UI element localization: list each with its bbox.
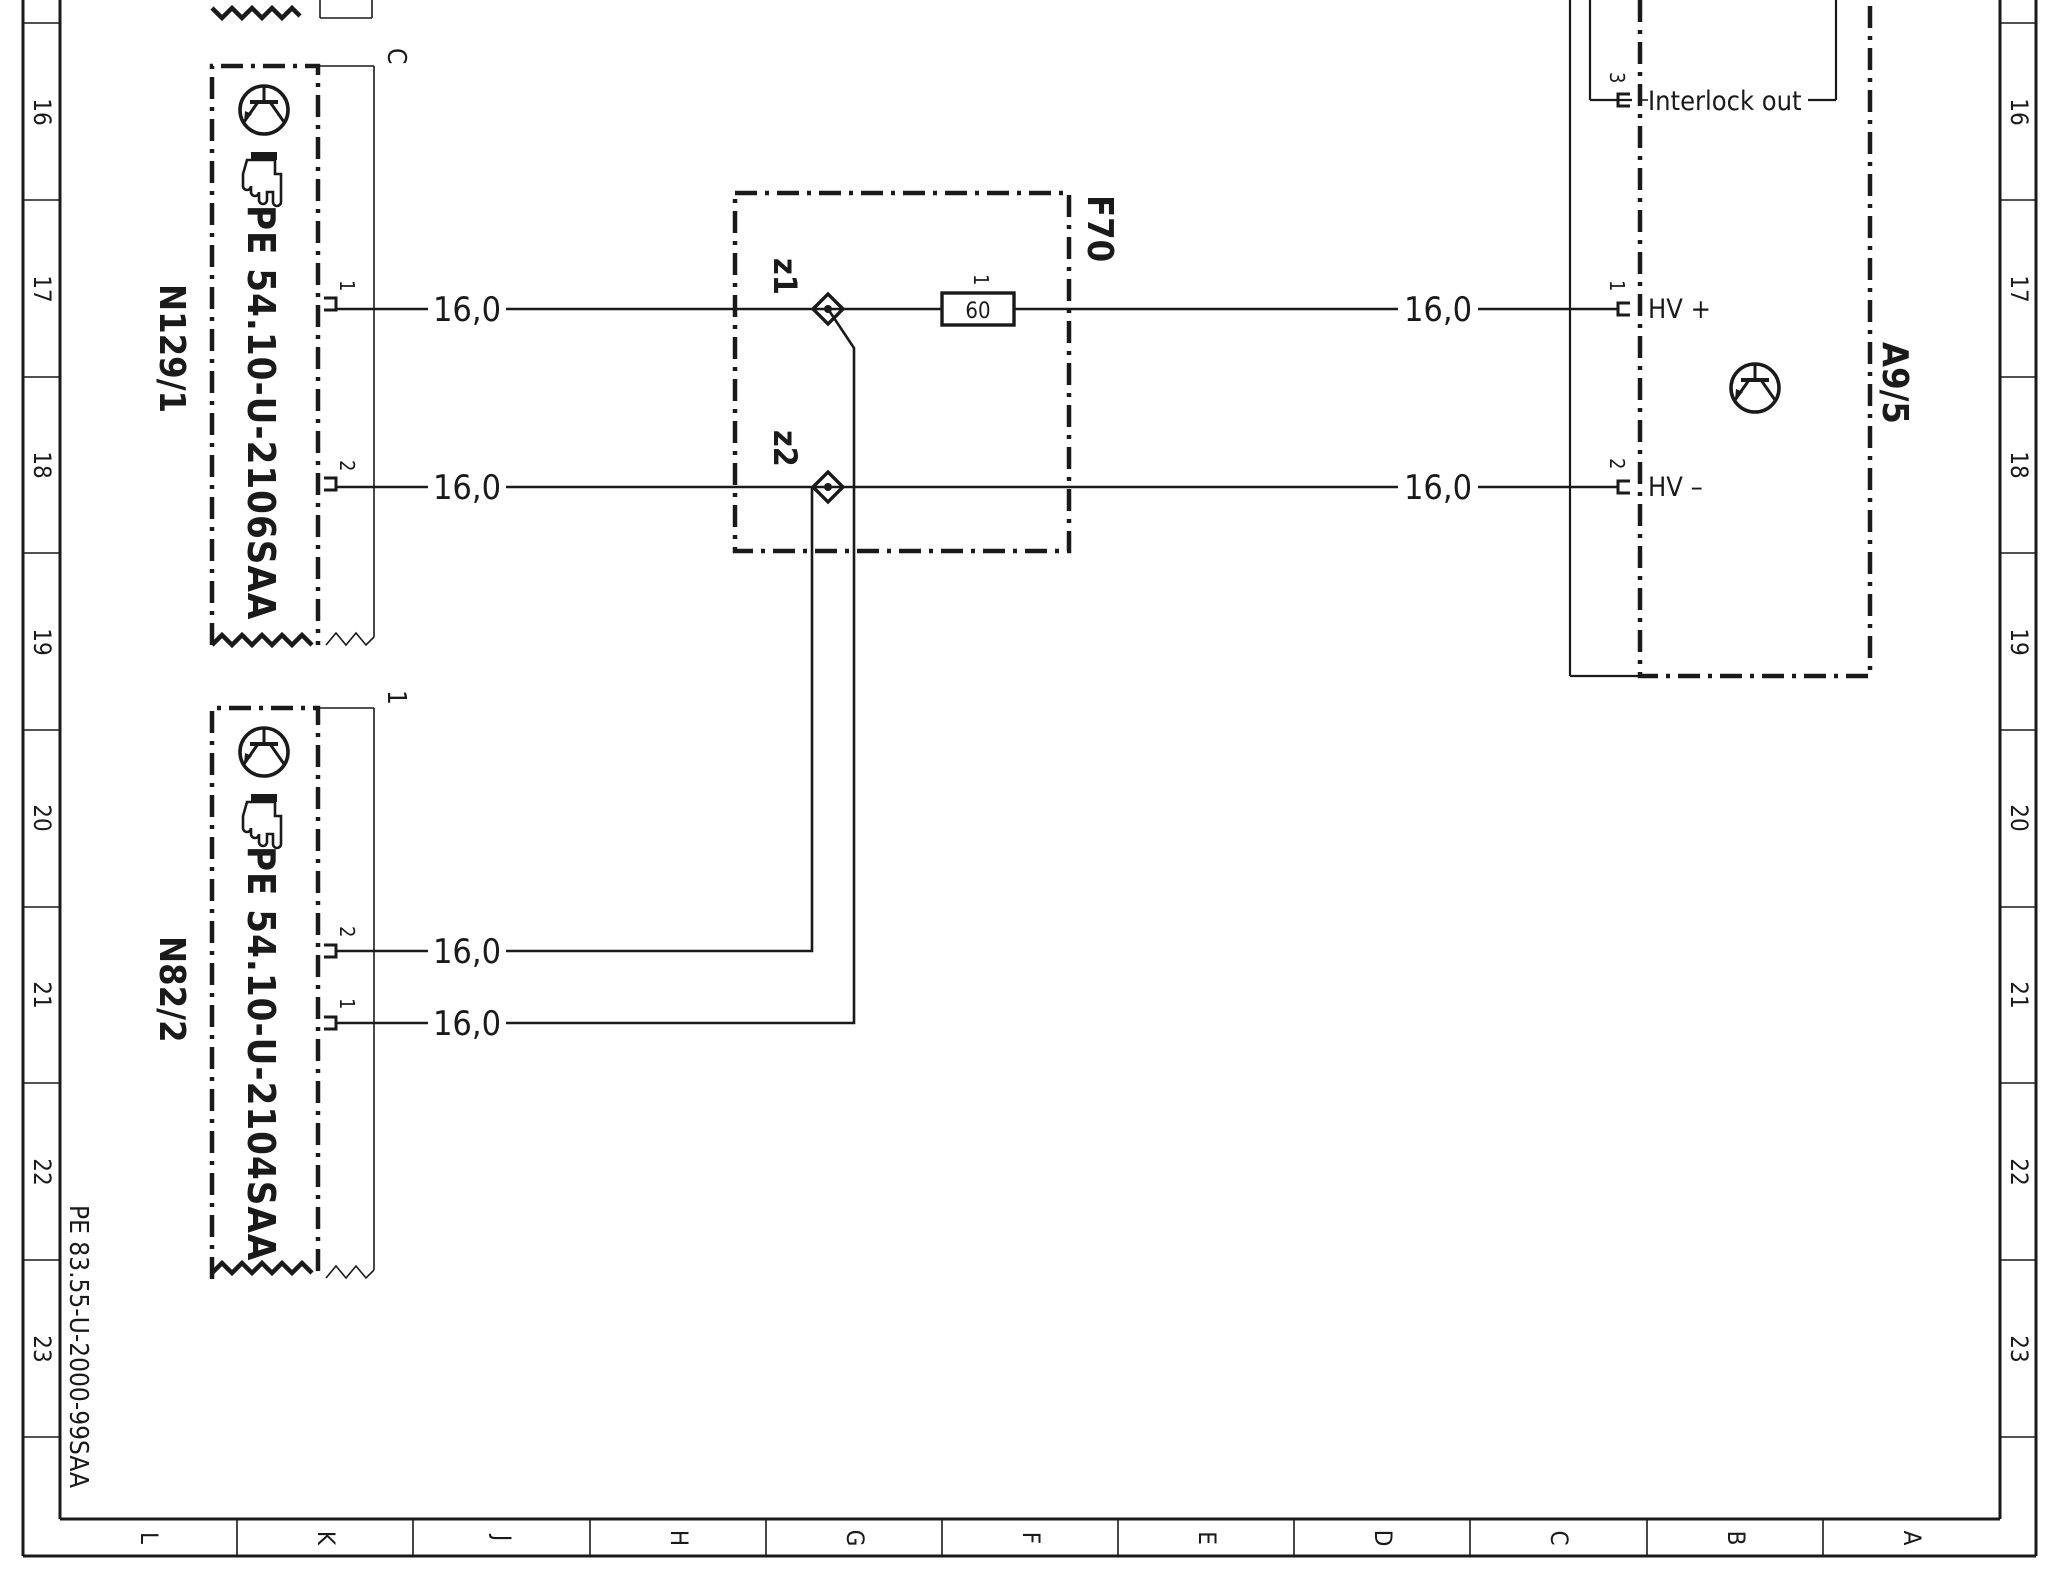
row-label: 23 [2005, 1335, 2033, 1362]
document-reference: PE 54.10-U-2106SAA [239, 205, 283, 620]
column-label: H [665, 1530, 693, 1546]
pin-number: 2 [335, 926, 359, 937]
column-label: A [1898, 1531, 1926, 1546]
wire-size-label: 16,0 [1404, 290, 1472, 330]
column-labels: L K J H G F E D C B A [135, 1530, 1926, 1547]
column-label: J [488, 1533, 516, 1541]
component-ref: N82/2 [151, 936, 192, 1043]
connector-label: C [381, 48, 411, 64]
row-label: 22 [28, 1158, 56, 1185]
row-labels-right: 16 17 18 19 20 21 22 23 [2005, 98, 2033, 1362]
column-label: B [1722, 1531, 1750, 1546]
document-reference: PE 54.10-U-2104SAA [239, 846, 283, 1261]
column-label: C [1545, 1530, 1573, 1545]
pin-label-hv-plus: HV + [1648, 294, 1711, 325]
connector-label: 1 [381, 690, 411, 705]
transistor-symbol-icon [238, 84, 290, 136]
row-label: 21 [28, 981, 56, 1008]
wire-size-label: 16,0 [433, 290, 501, 330]
column-label: G [841, 1530, 869, 1547]
pin-number: 3 [1605, 72, 1629, 83]
top-fragment [210, 0, 373, 22]
row-dividers [23, 22, 2036, 1438]
fuse-element: 60 1 [940, 274, 1016, 327]
wire-size-label: 16,0 [433, 468, 501, 508]
component-ref: F70 [1079, 195, 1120, 262]
column-label: E [1193, 1531, 1221, 1545]
wire-labels: 16,0 16,0 16,0 16,0 16,0 16,0 [433, 290, 1472, 1044]
row-label: 19 [2005, 628, 2033, 655]
pin-number: 1 [1605, 280, 1629, 291]
row-label: 22 [2005, 1158, 2033, 1185]
wire-size-label: 16,0 [1404, 468, 1472, 508]
column-dividers [236, 1519, 1824, 1556]
column-label: K [312, 1531, 340, 1546]
column-label: F [1017, 1532, 1045, 1544]
row-label: 18 [28, 451, 56, 478]
row-label: 20 [28, 804, 56, 831]
column-label: L [135, 1532, 163, 1544]
wires [336, 99, 1648, 1025]
pin-number: 2 [335, 460, 359, 471]
wire-size-label: 16,0 [433, 1004, 501, 1044]
row-label: 16 [28, 98, 56, 125]
pointing-hand-icon [241, 794, 283, 850]
pointing-hand-icon [241, 152, 283, 208]
component-ref: A9/5 [1874, 342, 1915, 424]
component-n82-2[interactable]: 1 PE 54.10-U-2104SAA N82/2 2 1 [151, 690, 411, 1280]
column-label: D [1369, 1530, 1397, 1547]
row-label: 20 [2005, 804, 2033, 831]
transistor-symbol-icon [1729, 362, 1781, 414]
component-a9-5[interactable]: A9/5 3 Interlock out 1 HV + 2 HV – [1568, 0, 1915, 679]
pin-number: 2 [1605, 458, 1629, 469]
fuse-rating: 60 [965, 299, 990, 324]
wire-size-label: 16,0 [433, 932, 501, 972]
component-n129-1[interactable]: C PE 54.10-U-2106SAA N129/1 1 2 [151, 48, 411, 649]
wire-n82-pin2-to-z2[interactable] [506, 487, 814, 953]
pin-label-hv-minus: HV – [1648, 472, 1703, 503]
transistor-symbol-icon [238, 726, 290, 778]
fuse-pin: 1 [969, 274, 993, 285]
row-labels-left: 16 17 18 19 20 21 22 23 [28, 98, 56, 1362]
terminal-label-z2: z2 [766, 430, 804, 467]
terminal-label-z1: z1 [766, 258, 804, 295]
wire-n82-pin1-to-z1[interactable] [506, 308, 856, 1025]
row-label: 16 [2005, 98, 2033, 125]
sheet-reference: PE 83.55-U-2000-99SAA [63, 1205, 93, 1488]
row-label: 21 [2005, 981, 2033, 1008]
pin-number: 1 [335, 998, 359, 1009]
row-label: 17 [2005, 275, 2033, 302]
row-label: 19 [28, 628, 56, 655]
pin-label-interlock: Interlock out [1648, 86, 1802, 117]
row-label: 18 [2005, 451, 2033, 478]
row-label: 23 [28, 1335, 56, 1362]
sheet-frame [21, 0, 2038, 1558]
component-f70[interactable]: F70 z1 z2 60 1 [732, 190, 1120, 554]
pin-number: 1 [335, 280, 359, 291]
row-label: 17 [28, 275, 56, 302]
component-ref: N129/1 [151, 284, 192, 413]
